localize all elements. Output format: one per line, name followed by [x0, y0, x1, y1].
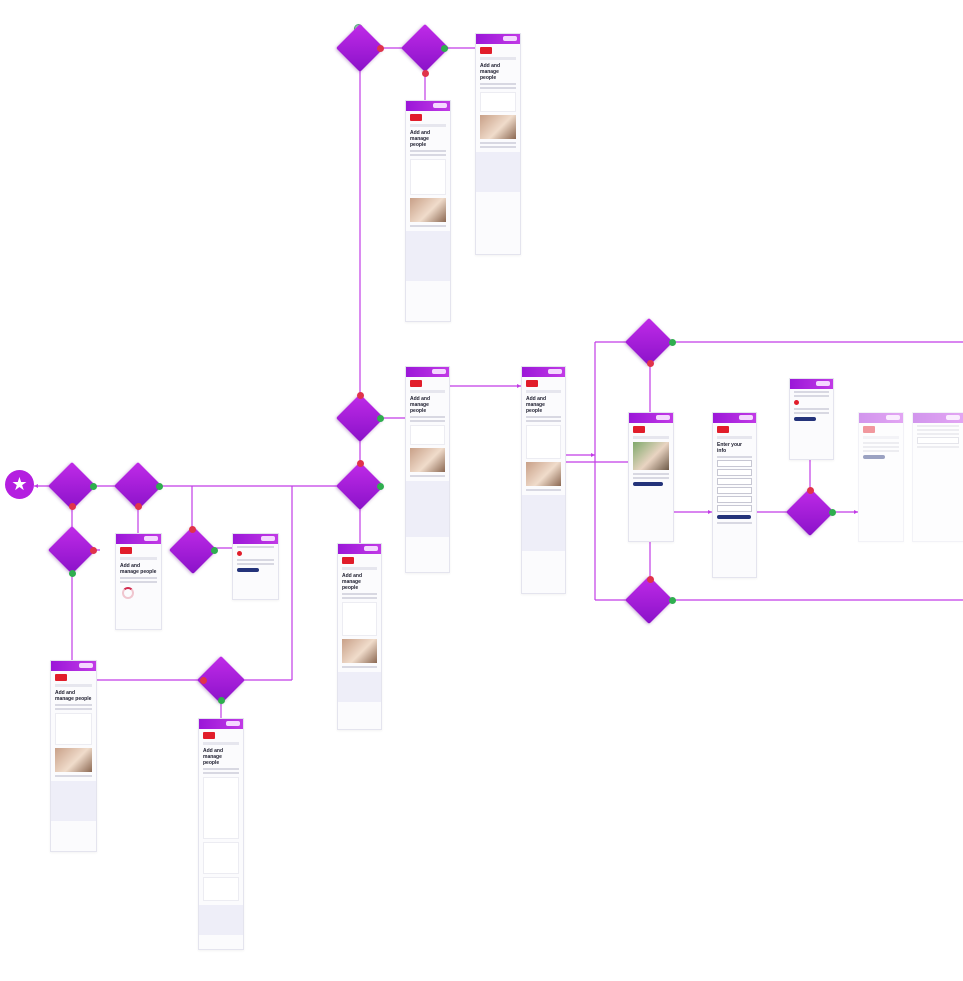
screen-confirmation[interactable] [789, 378, 834, 460]
screen-add-manage-people[interactable]: Add and manage people [405, 100, 451, 322]
yes-branch-dot [669, 339, 676, 346]
yes-branch-dot [377, 415, 384, 422]
screen-add-manage-people[interactable]: Add and manage people [521, 366, 566, 594]
screen-add-manage-people[interactable]: Add and manage people [198, 718, 244, 950]
screen-loading[interactable]: Add and manage people [115, 533, 162, 630]
no-branch-dot [135, 503, 142, 510]
yes-branch-dot [69, 570, 76, 577]
screen-error[interactable] [232, 533, 279, 600]
no-branch-dot [357, 460, 364, 467]
screen-enter-info-form[interactable]: Enter your info [712, 412, 757, 578]
yes-branch-dot [669, 597, 676, 604]
no-branch-dot [807, 487, 814, 494]
yes-branch-dot [156, 483, 163, 490]
no-branch-dot [69, 503, 76, 510]
yes-branch-dot [377, 483, 384, 490]
yes-branch-dot [218, 697, 225, 704]
no-branch-dot [377, 45, 384, 52]
decision-node[interactable] [168, 525, 218, 575]
no-branch-dot [90, 547, 97, 554]
yes-branch-dot [211, 547, 218, 554]
no-branch-dot [200, 677, 207, 684]
decision-node[interactable] [624, 575, 674, 625]
screen-intro[interactable] [628, 412, 674, 542]
decision-node[interactable] [624, 317, 674, 367]
no-branch-dot [357, 392, 364, 399]
screen-result[interactable] [912, 412, 963, 542]
decision-node[interactable] [47, 525, 97, 575]
no-branch-dot [422, 70, 429, 77]
yes-branch-dot [90, 483, 97, 490]
screen-result[interactable] [858, 412, 904, 542]
no-branch-dot [647, 360, 654, 367]
yes-branch-dot [441, 45, 448, 52]
decision-node[interactable] [785, 487, 835, 537]
screen-add-manage-people[interactable]: Add and manage people [337, 543, 382, 730]
no-branch-dot [189, 526, 196, 533]
screen-add-manage-people[interactable]: Add and manage people [405, 366, 450, 573]
screen-add-manage-people[interactable]: Add and manage people [475, 33, 521, 255]
yes-branch-dot [829, 509, 836, 516]
screen-add-manage-people[interactable]: Add and manage people [50, 660, 97, 852]
no-branch-dot [647, 576, 654, 583]
start-star-icon[interactable]: ★ [5, 470, 34, 499]
